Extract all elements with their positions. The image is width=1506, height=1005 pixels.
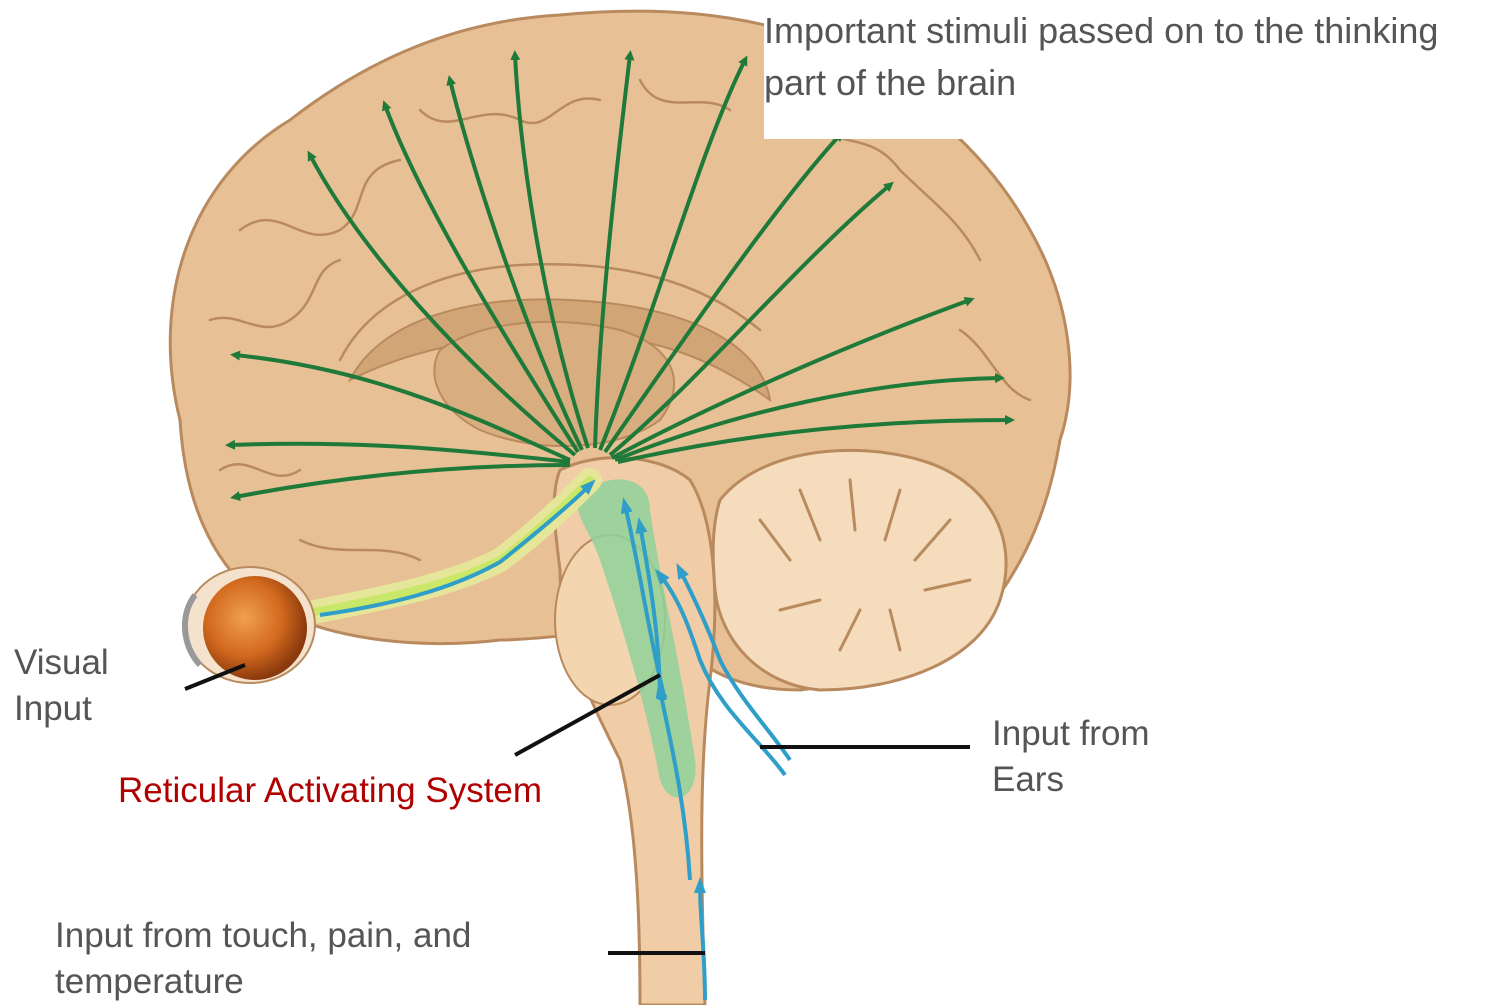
ears-input-line-1: Input from	[992, 711, 1150, 757]
cortex-caption-line-1: Important stimuli passed on to the think…	[764, 5, 1438, 57]
visual-input-line-1: Visual	[14, 640, 109, 686]
visual-input-label: Visual Input	[14, 640, 109, 732]
eye	[185, 567, 315, 683]
cortex-caption: Important stimuli passed on to the think…	[764, 5, 1448, 139]
cerebellum	[713, 450, 1006, 690]
touch-input-line-2: temperature	[55, 959, 471, 1005]
visual-input-line-2: Input	[14, 686, 109, 732]
ears-input-label: Input from Ears	[992, 711, 1150, 803]
ras-label: Reticular Activating System	[118, 768, 542, 814]
touch-input-line-1: Input from touch, pain, and	[55, 913, 471, 959]
ears-input-line-2: Ears	[992, 757, 1150, 803]
touch-input-label: Input from touch, pain, and temperature	[55, 913, 471, 1005]
cortex-caption-line-2: part of the brain	[764, 57, 1438, 109]
